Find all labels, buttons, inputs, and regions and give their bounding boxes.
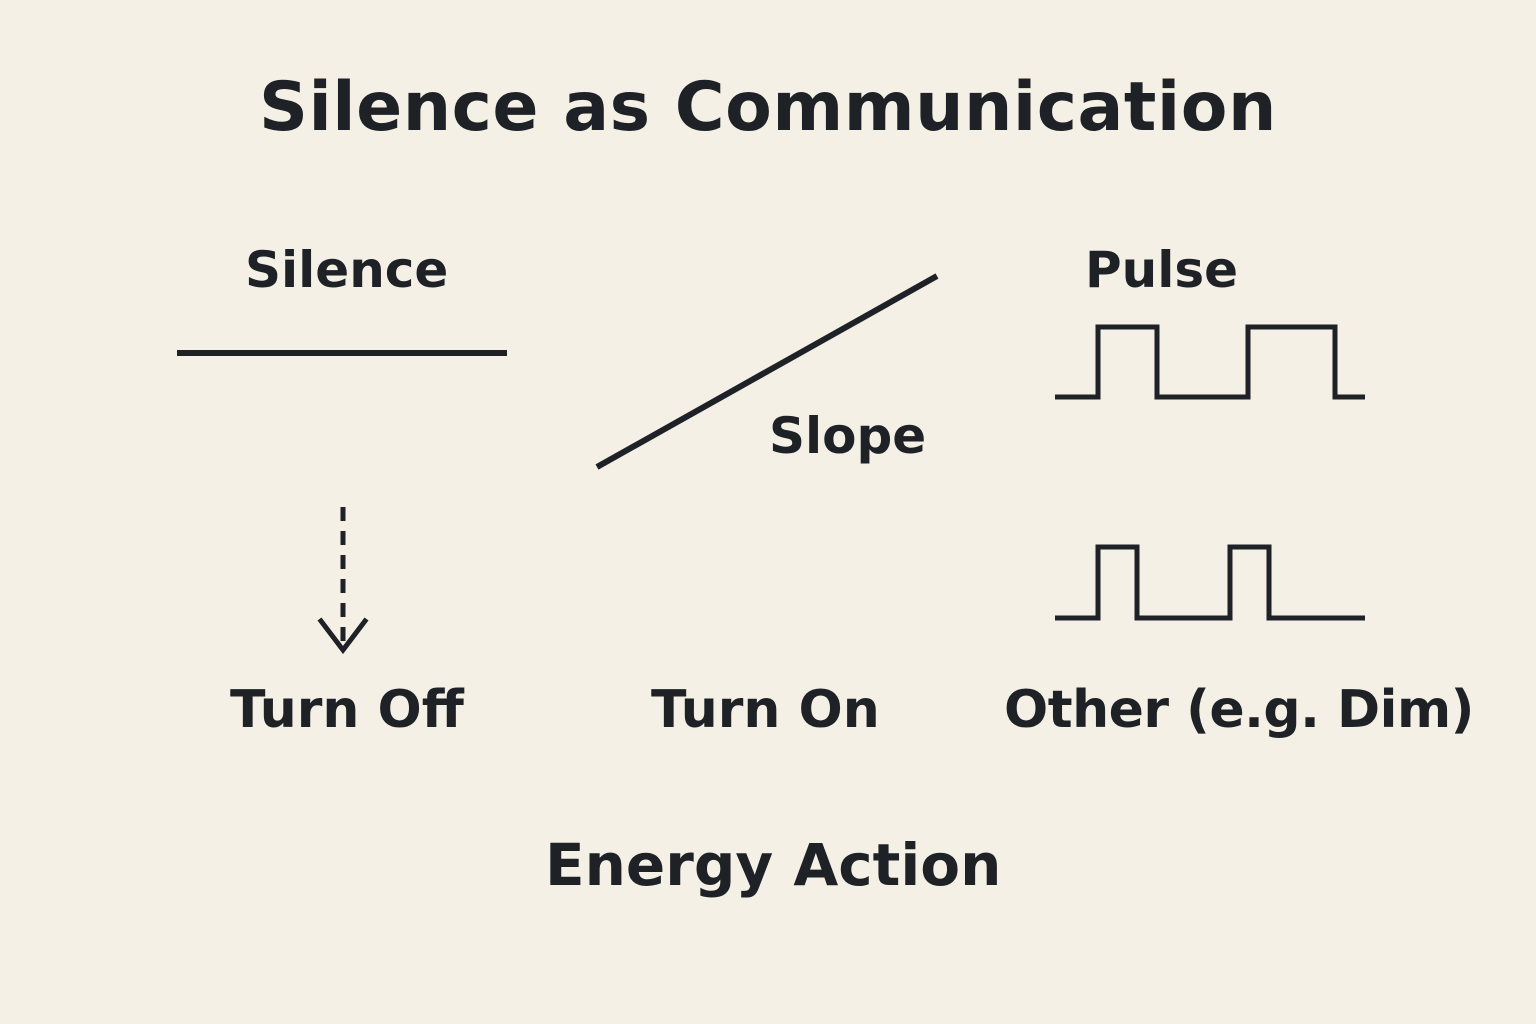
slope-line	[595, 273, 939, 470]
silence-label: Silence	[245, 241, 449, 299]
pulse-waveform	[1055, 324, 1365, 400]
turn-off-label: Turn Off	[230, 680, 464, 740]
energy-action-label: Energy Action	[545, 831, 1002, 899]
diagram-title: Silence as Communication	[259, 68, 1277, 147]
pulse-label: Pulse	[1085, 241, 1239, 299]
turn-on-label: Turn On	[651, 680, 880, 740]
other-dim-label: Other (e.g. Dim)	[1004, 680, 1474, 740]
dim-waveform	[1055, 544, 1365, 621]
dashed-arrow-head	[317, 617, 369, 655]
slope-label: Slope	[769, 407, 927, 465]
